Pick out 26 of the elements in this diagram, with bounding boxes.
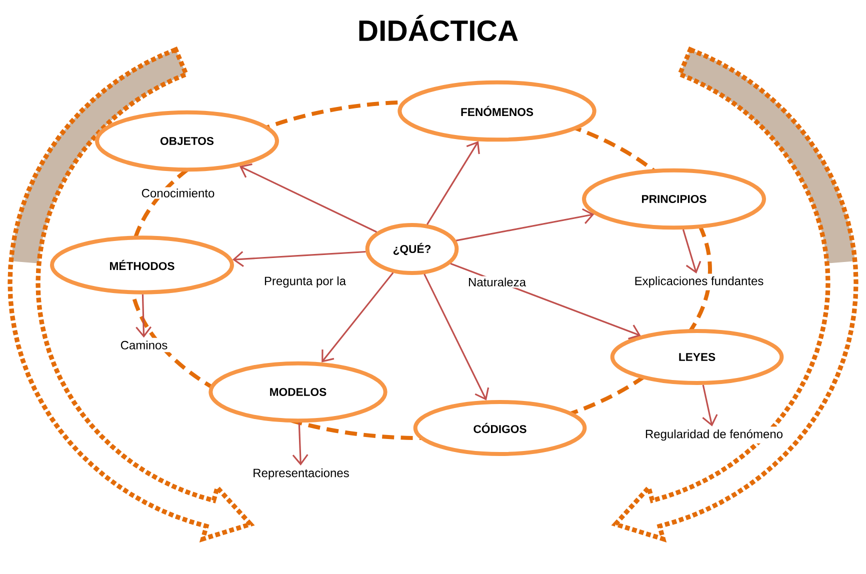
node-text: Explicaciones fundantes [632, 274, 766, 290]
arrow [682, 229, 702, 274]
node-text: Caminos [118, 338, 170, 352]
ellipse-node: PRINCIPIOS [582, 168, 766, 230]
arrow [292, 422, 308, 466]
label-text: Conocimiento [140, 187, 216, 199]
arrow [426, 141, 480, 225]
ellipse-node: CÓDIGOS [413, 400, 587, 456]
label-text: Naturaleza [466, 276, 528, 288]
node-text: Regularidad de fenómeno [642, 426, 786, 444]
label-text: Pregunta por la [262, 275, 348, 289]
title: DIDÁCTICA [359, 14, 518, 42]
arrow [702, 384, 718, 426]
arrow [424, 274, 490, 400]
arrow [239, 163, 377, 233]
arrow [456, 208, 594, 242]
arrow [136, 294, 152, 338]
ellipse-node: MODELOS [208, 361, 388, 423]
arrow [232, 250, 366, 267]
node-text: Representaciones [250, 466, 352, 482]
arrow [322, 272, 394, 362]
ellipse-node: OBJETOS [95, 110, 279, 172]
ellipse-node: ¿QUÉ? [365, 223, 459, 275]
ellipse-node: LEYES [610, 329, 784, 385]
ellipse-node: MÉTHODOS [50, 236, 234, 294]
ellipse-node: FENÓMENOS [398, 80, 596, 142]
